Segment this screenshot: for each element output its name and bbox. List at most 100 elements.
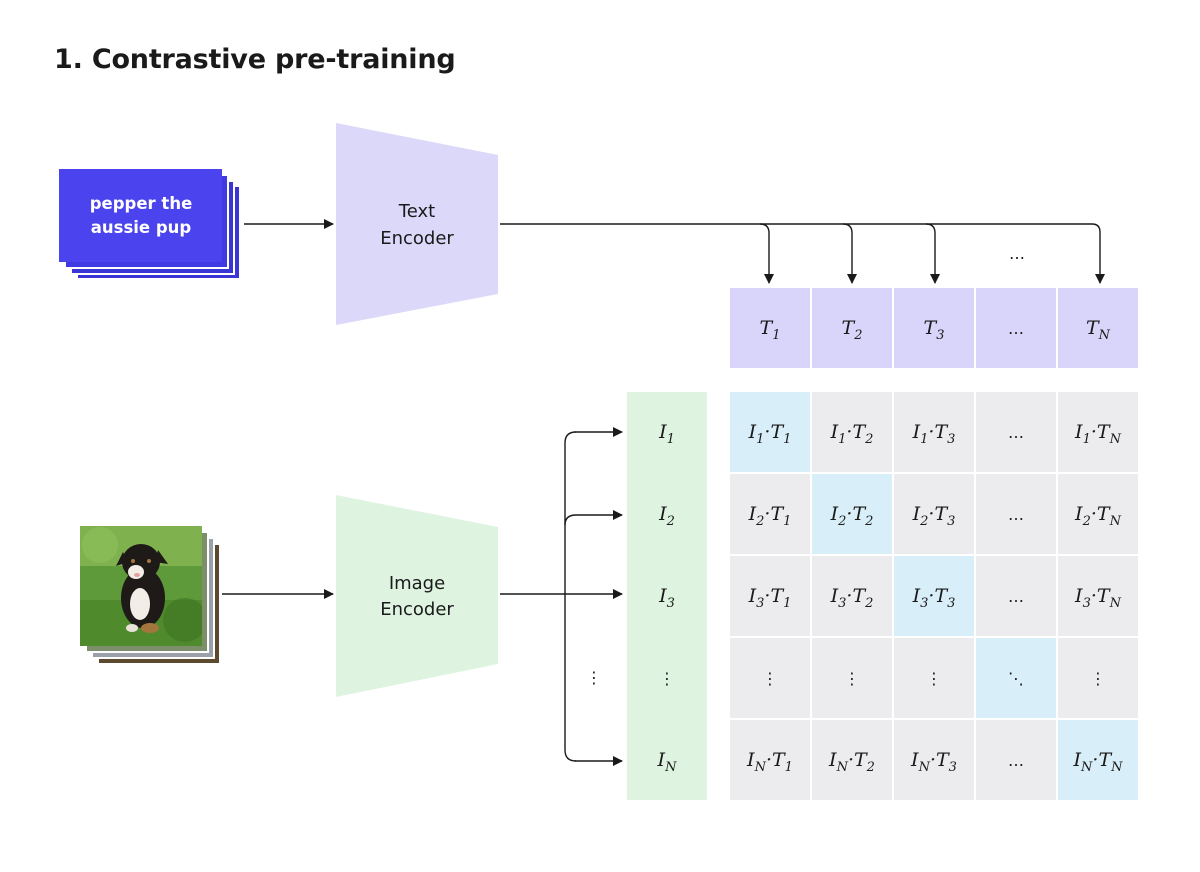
matrix-cell bbox=[894, 474, 974, 554]
image-bus-vertical bbox=[564, 431, 577, 762]
text-card-front bbox=[59, 169, 222, 262]
matrix-cell-label: I2·T3 bbox=[912, 503, 956, 529]
image-feature-label: IN bbox=[657, 749, 678, 775]
puppy-photo bbox=[80, 526, 202, 646]
matrix-cell bbox=[1058, 638, 1138, 718]
similarity-matrix: I1·T1 I1·T2 I1·T3 … I1·TN I2·T1 I2·T2 I2·T3 … I2·… bbox=[730, 392, 1138, 800]
matrix-cell bbox=[812, 556, 892, 636]
matrix-cell-label: I2·TN bbox=[1074, 503, 1122, 529]
matrix-cell-label: IN·T3 bbox=[910, 749, 957, 775]
page-title: 1. Contrastive pre-training bbox=[54, 44, 456, 75]
matrix-cell-label: I3·T1 bbox=[748, 585, 792, 611]
matrix-cell bbox=[1058, 474, 1138, 554]
text-encoder-output-line bbox=[500, 223, 1105, 284]
matrix-cell-diagonal bbox=[1058, 720, 1138, 800]
image-encoder-line-2: Encoder bbox=[380, 599, 454, 620]
matrix-cell-label: IN·T2 bbox=[828, 749, 875, 775]
connectors bbox=[222, 219, 1105, 766]
matrix-cell-label: I1·TN bbox=[1074, 421, 1122, 447]
image-feature-gap bbox=[627, 554, 707, 556]
matrix-cell-label: I3·TN bbox=[1074, 585, 1122, 611]
matrix-cell bbox=[894, 638, 974, 718]
image-feature-cell bbox=[627, 638, 707, 718]
image-feature-cell bbox=[627, 720, 707, 800]
ellipsis-top: … bbox=[1009, 244, 1025, 263]
text-encoder-line-2: Encoder bbox=[380, 228, 454, 249]
matrix-cell-label: I1·T2 bbox=[830, 421, 874, 447]
text-feature-cell bbox=[894, 288, 974, 368]
image-feature-cell bbox=[627, 474, 707, 554]
text-card-line-2: aussie pup bbox=[91, 218, 192, 237]
text-encoder-line-1: Text bbox=[398, 201, 435, 222]
ellipsis-left: ⋮ bbox=[586, 668, 602, 687]
image-feature-label: I2 bbox=[658, 503, 675, 529]
matrix-cell bbox=[894, 720, 974, 800]
matrix-cell-label: I1·T1 bbox=[748, 421, 792, 447]
image-feature-gap bbox=[627, 636, 707, 638]
matrix-cell-label: I3·T2 bbox=[830, 585, 874, 611]
matrix-cell-label: I1·T3 bbox=[912, 421, 956, 447]
matrix-cell bbox=[812, 392, 892, 472]
matrix-cell-label: I2·T1 bbox=[748, 503, 792, 529]
matrix-cell-label: … bbox=[1008, 751, 1024, 770]
matrix-cell bbox=[730, 720, 810, 800]
image-encoder-shape bbox=[336, 495, 498, 697]
text-encoder-shape bbox=[336, 123, 498, 325]
text-feature-label: TN bbox=[1086, 317, 1111, 343]
matrix-cell bbox=[1058, 392, 1138, 472]
branch-to-t1 bbox=[759, 223, 774, 284]
matrix-cell-label: … bbox=[1008, 505, 1024, 524]
matrix-cell bbox=[976, 720, 1056, 800]
matrix-cell-diagonal bbox=[976, 638, 1056, 718]
text-feature-cell bbox=[730, 288, 810, 368]
matrix-cell bbox=[976, 474, 1056, 554]
image-feature-cell bbox=[627, 392, 707, 472]
matrix-cell-label: ⋮ bbox=[926, 669, 942, 688]
matrix-cell-label: ⋮ bbox=[1090, 669, 1106, 688]
matrix-cell-diagonal bbox=[730, 392, 810, 472]
image-feature-gap bbox=[627, 472, 707, 474]
image-feature-cell bbox=[627, 556, 707, 636]
text-feature-label: T2 bbox=[842, 317, 863, 343]
matrix-cell bbox=[976, 556, 1056, 636]
matrix-cell bbox=[812, 638, 892, 718]
matrix-cell-label: … bbox=[1008, 587, 1024, 606]
matrix-cell bbox=[730, 474, 810, 554]
matrix-cell-label: … bbox=[1008, 423, 1024, 442]
text-input-stack: pepper the aussie pup bbox=[59, 169, 241, 280]
matrix-cell bbox=[976, 392, 1056, 472]
matrix-cell-label: I3·T3 bbox=[912, 585, 956, 611]
text-feature-cell bbox=[812, 288, 892, 368]
matrix-cell-label: I2·T2 bbox=[830, 503, 874, 529]
text-feature-row: T1 T2 T3 … TN bbox=[730, 288, 1138, 368]
matrix-cell bbox=[730, 556, 810, 636]
image-feature-label: ⋮ bbox=[659, 669, 675, 688]
matrix-cell-diagonal bbox=[812, 474, 892, 554]
matrix-cell-label: ⋮ bbox=[844, 669, 860, 688]
image-input-stack bbox=[80, 526, 221, 665]
branch-to-t3 bbox=[925, 223, 940, 284]
text-feature-label: T3 bbox=[924, 317, 945, 343]
text-encoder: Text Encoder bbox=[336, 123, 498, 325]
matrix-cell-label: IN·T1 bbox=[746, 749, 793, 775]
text-feature-label: T1 bbox=[760, 317, 781, 343]
image-encoder: Image Encoder bbox=[336, 495, 498, 697]
text-feature-cell bbox=[1058, 288, 1138, 368]
image-encoder-line-1: Image bbox=[389, 573, 445, 594]
matrix-cell-label: IN·TN bbox=[1073, 749, 1124, 775]
text-feature-label: … bbox=[1008, 319, 1024, 338]
branch-to-t2 bbox=[842, 223, 857, 284]
matrix-cell bbox=[730, 638, 810, 718]
image-feature-label: I1 bbox=[658, 421, 675, 447]
matrix-cell-diagonal bbox=[894, 556, 974, 636]
image-feature-label: I3 bbox=[658, 585, 675, 611]
text-feature-cell bbox=[976, 288, 1056, 368]
text-card-line-1: pepper the bbox=[90, 194, 193, 213]
image-feature-gap bbox=[627, 718, 707, 720]
branch-to-i2 bbox=[564, 510, 623, 526]
matrix-cell-label: ⋮ bbox=[762, 669, 778, 688]
matrix-cell bbox=[894, 392, 974, 472]
matrix-cell bbox=[1058, 556, 1138, 636]
